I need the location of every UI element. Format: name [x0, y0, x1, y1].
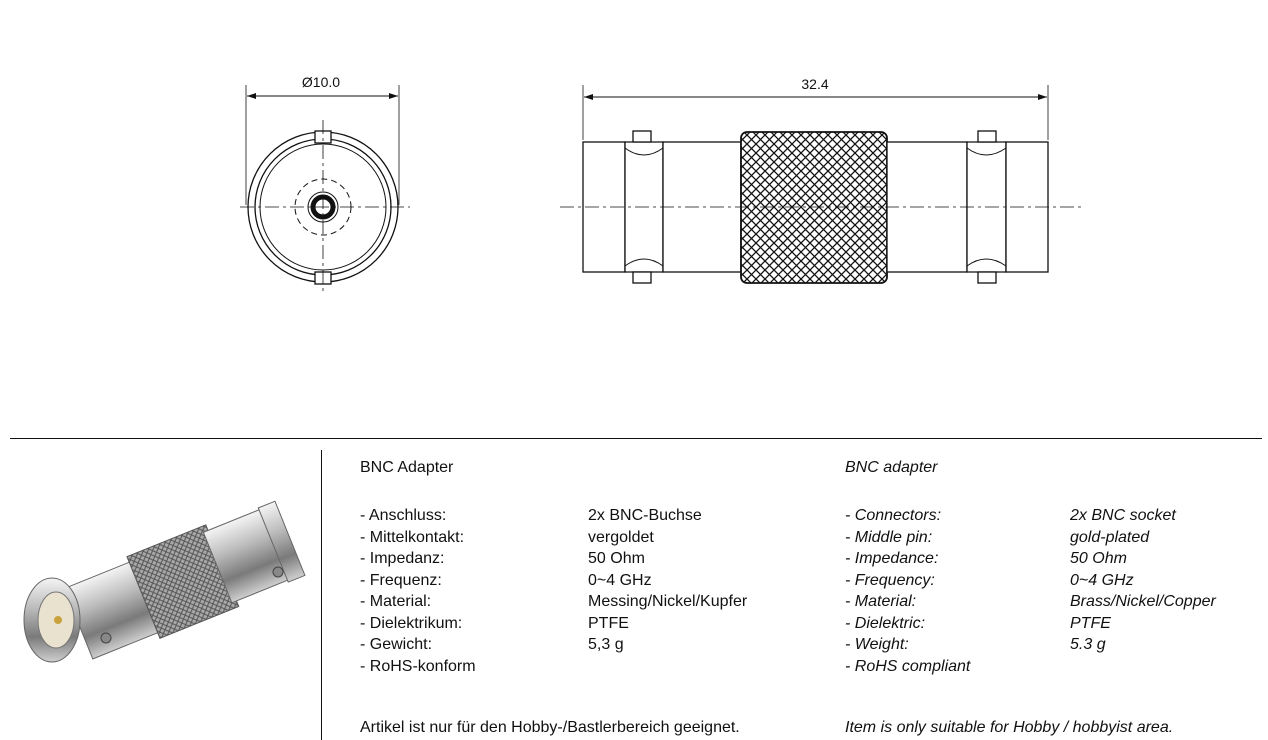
- spec-labels-en: - Connectors: - Middle pin: - Impedance:…: [845, 505, 970, 677]
- spec-label: - Dielektric:: [845, 614, 926, 632]
- title-de: BNC Adapter: [360, 459, 454, 476]
- spec-values-en: 2x BNC socket gold-plated 50 Ohm 0~4 GHz…: [1070, 505, 1216, 656]
- technical-drawing: Ø10.0 32.4: [240, 74, 1085, 295]
- spec-label: - Impedance:: [845, 550, 939, 567]
- spec-label: - RoHS-konform: [360, 657, 476, 675]
- spec-value: 2x BNC-Buchse: [588, 507, 702, 524]
- spec-value: 5.3 g: [1070, 636, 1106, 653]
- spec-value: 0~4 GHz: [588, 571, 652, 589]
- spec-value: 50 Ohm: [1070, 550, 1127, 567]
- spec-label: - Middle pin:: [845, 528, 933, 546]
- spec-label: - Frequency:: [845, 571, 935, 589]
- spec-label: - Weight:: [845, 636, 909, 653]
- section-divider: [10, 438, 1262, 439]
- spec-value: 5,3 g: [588, 636, 624, 653]
- spec-label: - Mittelkontakt:: [360, 528, 465, 546]
- spec-value: Messing/Nickel/Kupfer: [588, 593, 748, 610]
- note-de: Artikel ist nur für den Hobby-/Bastlerbe…: [360, 719, 740, 736]
- bnc-adapter-product-photo: [23, 500, 306, 663]
- spec-labels-de: - Anschluss: - Mittelkontakt: - Impedanz…: [360, 505, 476, 677]
- spec-label: - Frequenz:: [360, 571, 442, 589]
- spec-value: 0~4 GHz: [1070, 571, 1134, 589]
- spec-label: - Impedanz:: [360, 550, 445, 567]
- spec-value: Brass/Nickel/Copper: [1070, 593, 1216, 610]
- knurled-sleeve: [740, 131, 888, 284]
- column-divider: [321, 450, 322, 740]
- note-en: Item is only suitable for Hobby / hobbyi…: [845, 719, 1174, 736]
- spec-value: PTFE: [1070, 614, 1111, 632]
- spec-value: 2x BNC socket: [1070, 507, 1176, 524]
- spec-label: - RoHS compliant: [845, 657, 971, 675]
- spec-values-de: 2x BNC-Buchse vergoldet 50 Ohm 0~4 GHz M…: [588, 505, 747, 656]
- front-view: [240, 85, 410, 295]
- side-view: [560, 85, 1085, 284]
- spec-label: - Material:: [360, 593, 432, 610]
- title-en: BNC adapter: [845, 459, 938, 476]
- front-dimension-label: Ø10.0: [302, 74, 340, 90]
- spec-label: - Anschluss:: [360, 507, 447, 524]
- spec-value: 50 Ohm: [588, 550, 645, 567]
- side-dimension-label: 32.4: [801, 76, 828, 92]
- spec-label: - Connectors:: [845, 507, 942, 524]
- spec-value: vergoldet: [588, 528, 654, 546]
- spec-label: - Gewicht:: [360, 636, 433, 653]
- spec-label: - Material:: [845, 593, 917, 610]
- spec-value: gold-plated: [1070, 528, 1150, 546]
- spec-label: - Dielektrikum:: [360, 614, 463, 632]
- spec-value: PTFE: [588, 614, 629, 632]
